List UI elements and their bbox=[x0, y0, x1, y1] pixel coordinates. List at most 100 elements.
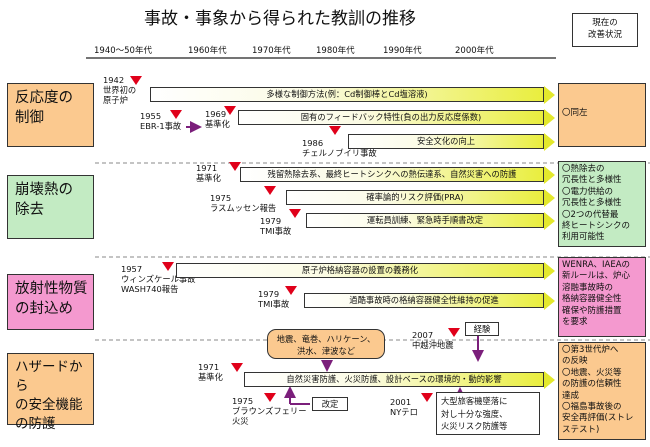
event-year: 1955 bbox=[140, 111, 162, 121]
event-year: 1957 bbox=[121, 264, 143, 274]
status-line: 〇電力供給の bbox=[562, 186, 614, 197]
status-decay-heat: 〇熱除去の 冗長性と多様性 〇電力供給の 冗長性と多様性 〇2つの代替最 終ヒー… bbox=[558, 161, 646, 247]
status-line: 安全再評価(ストレ bbox=[562, 413, 634, 424]
event-2001: 2001 NYテロ bbox=[390, 397, 418, 417]
category-hazard-protection: ハザードから の安全機能 の防護 bbox=[7, 353, 94, 432]
category-label: 反応度の bbox=[15, 90, 73, 106]
status-line: 〇2つの代替最 bbox=[562, 209, 619, 220]
bar-arrowhead bbox=[544, 261, 555, 280]
status-line: 冗長性と多様性 bbox=[562, 175, 622, 186]
event-text: WASH740報告 bbox=[121, 284, 179, 294]
event-marker bbox=[329, 126, 341, 135]
status-line: を要求 bbox=[562, 317, 588, 328]
event-marker bbox=[162, 262, 174, 271]
status-hazard-protection: 〇第3世代炉へ の反映 〇地震、火災等 の防護の信頼性 達成 〇福島事故後の 安… bbox=[558, 342, 646, 440]
era-label: 1960年代 bbox=[188, 46, 227, 56]
category-label: の防護 bbox=[15, 416, 56, 432]
event-text: ブラウンズフェリー bbox=[232, 406, 307, 416]
bar-severe-accident-containment: 過酷事故時の格納容器健全性維持の促進 bbox=[304, 293, 544, 308]
event-text: NYテロ bbox=[390, 407, 418, 417]
status-line: 達成 bbox=[562, 390, 580, 401]
category-label: 崩壊熱の bbox=[15, 182, 73, 198]
hazards-line: 地震、竜巻、ハリケーン、 bbox=[276, 334, 376, 344]
category-label: ハザードから bbox=[15, 359, 83, 394]
event-marker bbox=[231, 363, 243, 372]
bar-arrowhead bbox=[544, 85, 555, 104]
experience-box: 経験 bbox=[465, 322, 499, 336]
event-1955: 1955 EBR-1事故 bbox=[140, 111, 181, 131]
event-1942: 1942 世界初の 原子炉 bbox=[103, 75, 136, 105]
category-label: の封込め bbox=[15, 301, 73, 317]
event-year: 2007 bbox=[412, 330, 434, 340]
event-year: 1986 bbox=[302, 138, 324, 148]
diagram-title: 事故・事象から得られた教訓の推移 bbox=[144, 9, 416, 29]
hazards-box: 地震、竜巻、ハリケーン、 洪水、津波など bbox=[267, 329, 385, 359]
status-line: 〇地震、火災等 bbox=[562, 367, 622, 378]
event-1986: 1986 チェルノブイリ事故 bbox=[302, 138, 377, 158]
event-text: 中越沖地震 bbox=[412, 340, 454, 350]
status-header: 現在の 改善状況 bbox=[572, 13, 638, 47]
status-line: 〇熱除去の bbox=[562, 164, 605, 174]
event-1971a: 1971 基準化 bbox=[196, 163, 221, 183]
status-line: 溶融事故時の bbox=[562, 282, 614, 293]
category-label: の安全機能 bbox=[15, 397, 83, 413]
status-line: 利用可能性 bbox=[562, 232, 605, 243]
revision-box: 改定 bbox=[312, 397, 348, 411]
event-text: TMI事故 bbox=[258, 299, 290, 309]
status-line: の防護の信頼性 bbox=[562, 379, 622, 390]
event-text: 原子炉 bbox=[103, 95, 128, 105]
bar-pra: 確率論的リスク評価(PRA) bbox=[286, 190, 544, 205]
bar-arrowhead bbox=[544, 291, 555, 310]
hazards-line: 洪水、津波など bbox=[296, 346, 356, 356]
status-header-line: 改善状況 bbox=[587, 30, 622, 40]
era-label: 1940～50年代 bbox=[94, 46, 152, 56]
bar-arrowhead bbox=[544, 211, 555, 230]
category-label: 放射性物質 bbox=[15, 281, 88, 297]
era-label: 1980年代 bbox=[316, 46, 355, 56]
event-1957: 1957 ウィンズケール事故 WASH740報告 bbox=[121, 264, 196, 294]
event-year: 1979 bbox=[260, 216, 282, 226]
status-line: 新ルールは、炉心 bbox=[562, 271, 631, 282]
event-text: ラスムッセン報告 bbox=[210, 203, 277, 213]
event-marker bbox=[224, 106, 236, 115]
event-year: 1975 bbox=[232, 396, 254, 406]
event-2007: 2007 中越沖地震 bbox=[412, 330, 454, 350]
event-1979b: 1979 TMI事故 bbox=[258, 289, 289, 309]
terror-line: 対し十分な強度、 bbox=[441, 408, 508, 419]
event-marker bbox=[264, 393, 276, 402]
bar-diverse-control: 多様な制御方法(例：Cd制御棒とCd塩溶液) bbox=[150, 87, 544, 102]
bar-arrowhead bbox=[544, 108, 555, 127]
event-year: 1942 bbox=[103, 75, 125, 85]
status-line: ステスト) bbox=[562, 424, 600, 435]
event-marker bbox=[448, 328, 460, 337]
bar-operator-training: 運転員訓練、緊急時手順書改定 bbox=[306, 213, 544, 228]
category-reactivity: 反応度の 制御 bbox=[7, 83, 94, 147]
status-line: 〇第3世代炉へ bbox=[562, 345, 619, 355]
event-text: 基準化 bbox=[205, 119, 230, 129]
bar-arrowhead bbox=[544, 165, 555, 184]
category-decay-heat: 崩壊熱の 除去 bbox=[7, 175, 94, 239]
status-header-line: 現在の bbox=[592, 18, 618, 28]
event-1975a: 1975 ラスムッセン報告 bbox=[210, 193, 276, 213]
event-marker bbox=[170, 110, 182, 119]
event-text: TMI事故 bbox=[260, 226, 292, 236]
event-marker bbox=[285, 286, 297, 295]
event-1975b: 1975 ブラウンズフェリー 火災 bbox=[232, 396, 307, 426]
status-reactivity: 〇同左 bbox=[558, 83, 646, 147]
terror-measures-box: 大型旅客機墜落に 対し十分な強度、 火災リスク防護等 bbox=[436, 392, 540, 435]
category-containment: 放射性物質 の封込め bbox=[7, 274, 94, 330]
event-1979a: 1979 TMI事故 bbox=[260, 216, 291, 236]
event-text: 世界初の bbox=[103, 85, 137, 95]
event-1971b: 1971 基準化 bbox=[198, 362, 223, 382]
status-line: 〇同左 bbox=[562, 108, 588, 118]
status-line: WENRA、IAEAの bbox=[562, 260, 631, 270]
event-year: 1969 bbox=[205, 109, 227, 119]
event-1969: 1969 基準化 bbox=[205, 109, 230, 129]
bar-safety-culture: 安全文化の向上 bbox=[348, 134, 544, 149]
event-text: チェルノブイリ事故 bbox=[302, 148, 377, 158]
era-label: 1990年代 bbox=[383, 46, 422, 56]
event-text: ウィンズケール事故 bbox=[121, 274, 196, 284]
terror-line: 火災リスク防護等 bbox=[441, 421, 508, 431]
era-label: 2000年代 bbox=[455, 46, 494, 56]
bar-feedback-characteristic: 固有のフィードバック特性(負の出力反応度係数) bbox=[238, 110, 544, 125]
